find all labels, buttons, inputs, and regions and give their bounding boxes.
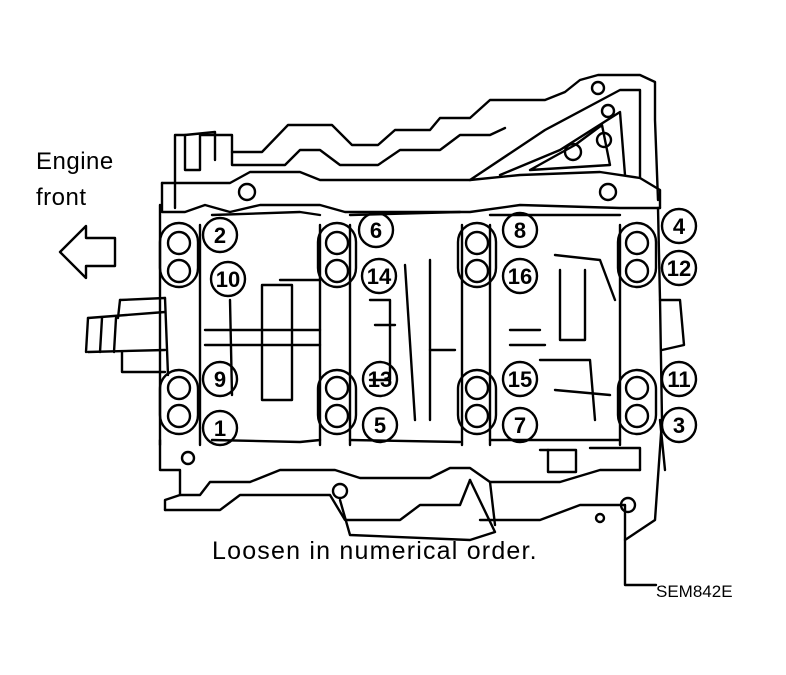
bolt-slot — [316, 221, 358, 289]
left-arrow-icon — [58, 224, 117, 280]
bolt-slot — [616, 221, 658, 289]
bolt-slot — [158, 368, 200, 436]
bolt-slot — [158, 221, 200, 289]
bolt-number-11: 11 — [667, 367, 690, 392]
bolt-number-labels: 1 2 3 4 5 6 7 8 9 10 11 12 13 14 15 16 — [214, 214, 691, 441]
bolt-number-16: 16 — [508, 264, 532, 289]
bolt-number-9: 9 — [214, 367, 226, 392]
bolt-number-3: 3 — [673, 413, 685, 438]
figure-code: SEM842E — [656, 582, 733, 601]
bolt-number-8: 8 — [514, 218, 526, 243]
bolt-slot — [456, 221, 498, 289]
block-outline — [84, 73, 686, 587]
engine-front-label-line-2: front — [36, 184, 87, 211]
bolt-number-1: 1 — [214, 416, 226, 441]
engine-front-label-line-1: Engine — [36, 148, 114, 175]
bolt-slot — [456, 368, 498, 436]
bolt-number-10: 10 — [216, 267, 240, 292]
bolt-number-2: 2 — [214, 223, 226, 248]
bolt-number-5: 5 — [374, 413, 386, 438]
bolt-number-14: 14 — [367, 264, 392, 289]
bolt-number-4: 4 — [673, 214, 686, 239]
figure-caption: Loosen in numerical order. — [212, 537, 538, 565]
bolt-number-6: 6 — [370, 218, 382, 243]
bolt-holes — [158, 221, 658, 436]
bolt-slot — [316, 368, 358, 436]
bolt-number-circles — [201, 207, 698, 447]
bolt-slot — [616, 368, 658, 436]
bolt-number-12: 12 — [667, 256, 691, 281]
bolt-number-7: 7 — [514, 413, 526, 438]
bolt-number-13: 13 — [368, 367, 392, 392]
bolt-number-15: 15 — [508, 367, 532, 392]
